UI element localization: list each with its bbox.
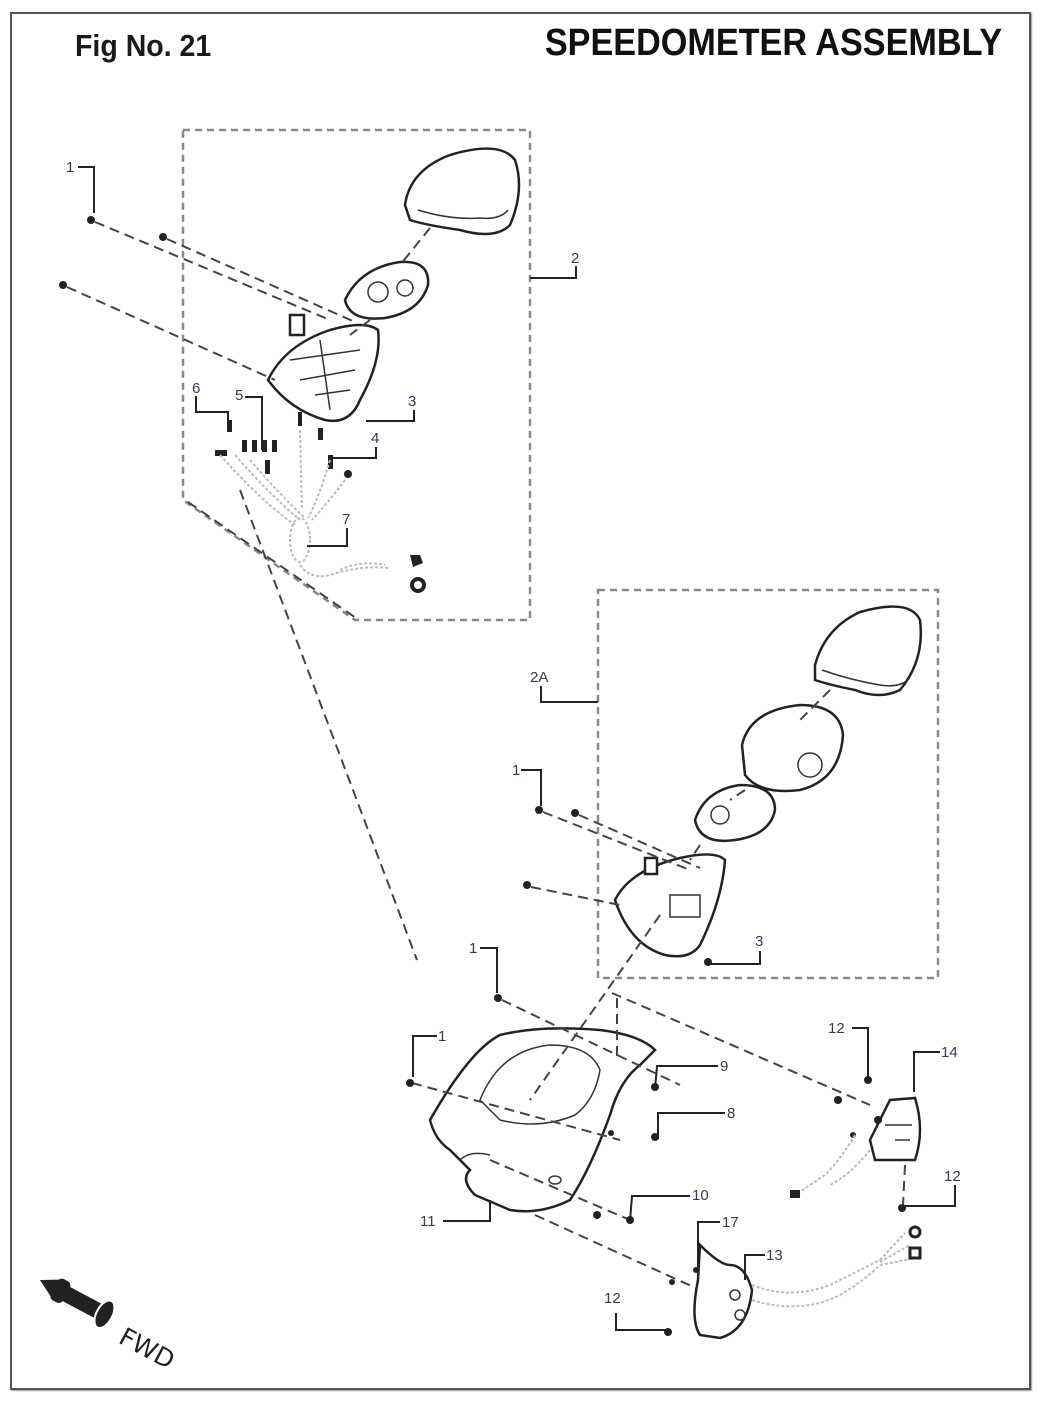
- callout-leaders: [78, 166, 956, 1331]
- callout-17: 17: [722, 1214, 739, 1231]
- callout-2: 2: [571, 250, 579, 267]
- assembly-2-boundary: [181, 128, 532, 622]
- meter-case: [266, 323, 380, 423]
- callout-14: 14: [941, 1044, 958, 1061]
- right-switch: [790, 1076, 922, 1212]
- callout-1: 1: [469, 940, 477, 957]
- callout-5: 5: [235, 387, 243, 404]
- callout-12: 12: [828, 1020, 845, 1037]
- callout-11: 11: [420, 1213, 436, 1230]
- callout-labels: 1 2 3 4 5 6 7 2A 1 3 1 1 9 8 10 11 12 14…: [66, 159, 961, 1307]
- alignment-line: [529, 914, 661, 1101]
- callout-7: 7: [342, 511, 350, 528]
- callout-3: 3: [408, 393, 416, 410]
- forward-arrow-icon: [40, 1278, 116, 1330]
- figure-frame: [10, 12, 1031, 1390]
- figure-number: Fig No. 21: [75, 28, 212, 63]
- bulb-sockets: [215, 412, 352, 478]
- callout-12: 12: [944, 1168, 961, 1185]
- meter-lens-2A: [740, 703, 845, 793]
- callout-1: 1: [438, 1028, 446, 1045]
- callout-13: 13: [766, 1247, 783, 1264]
- callout-8: 8: [727, 1105, 735, 1122]
- callout-1: 1: [512, 762, 520, 779]
- connector-routing-line: [239, 489, 418, 961]
- assembly-2A-group: [523, 588, 940, 980]
- speedometer-bezel: [403, 147, 521, 236]
- assembly-2-group: [59, 128, 532, 622]
- meter-face: [343, 260, 430, 320]
- callout-4: 4: [371, 430, 379, 447]
- speedometer-bezel-2A: [813, 605, 922, 697]
- callout-10: 10: [692, 1187, 709, 1204]
- callout-9: 9: [720, 1058, 728, 1075]
- screw-icon: [59, 216, 167, 289]
- meter-face-2A: [693, 783, 777, 843]
- callout-1: 1: [66, 159, 74, 176]
- callout-12: 12: [604, 1290, 621, 1307]
- page-title: SPEEDOMETER ASSEMBLY: [544, 22, 1002, 64]
- left-switch: [664, 1225, 922, 1340]
- callout-3: 3: [755, 933, 763, 950]
- callout-2A: 2A: [530, 669, 548, 686]
- wire-harness: [219, 429, 391, 578]
- callout-6: 6: [192, 380, 200, 397]
